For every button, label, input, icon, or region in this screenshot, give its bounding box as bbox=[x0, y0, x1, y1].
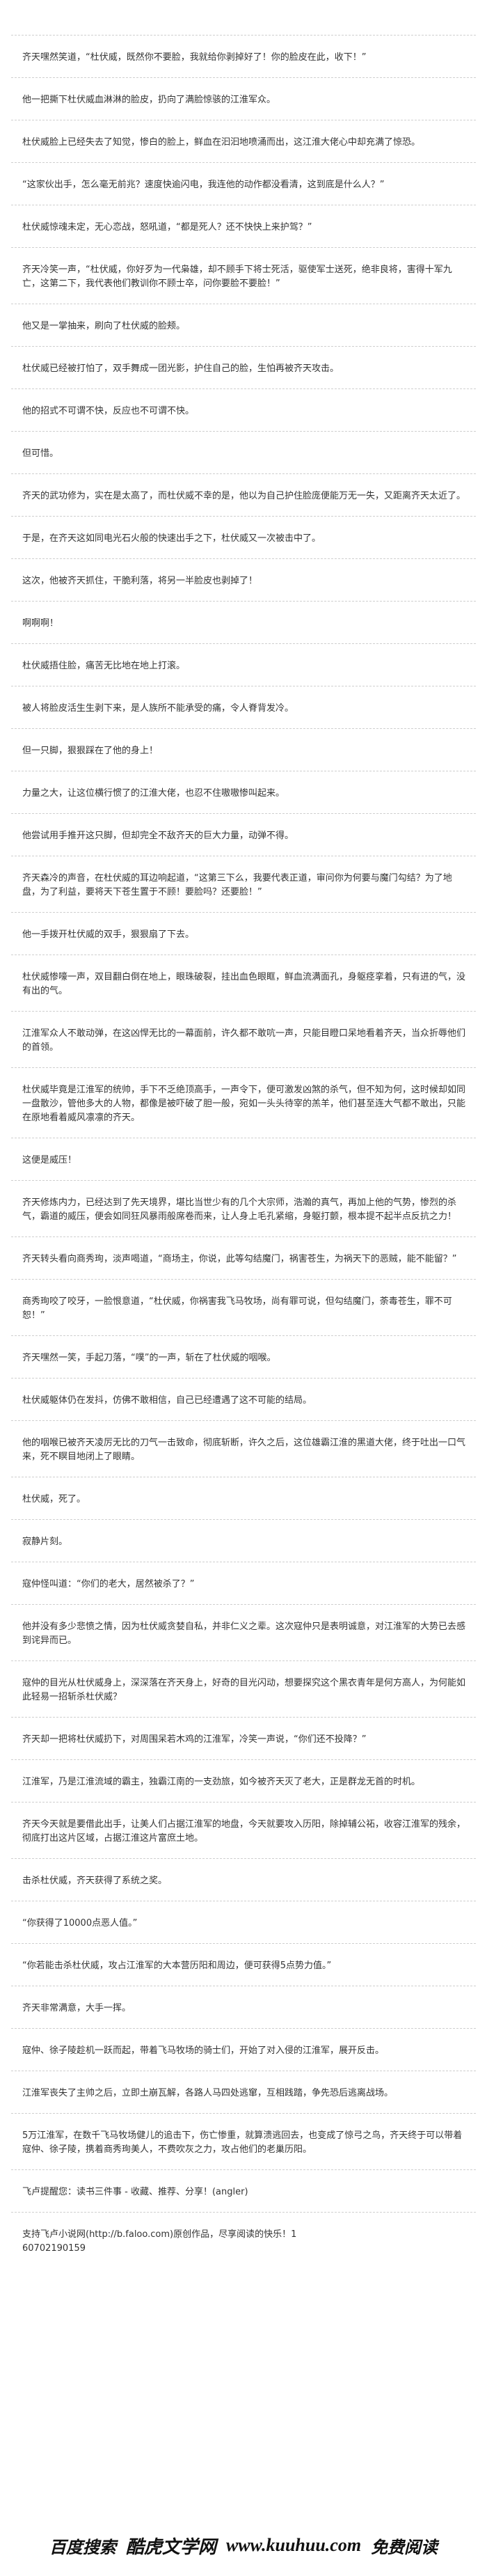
story-paragraph: 他尝试用手推开这只脚，但却完全不敌齐天的巨大力量，动弹不得。 bbox=[11, 814, 476, 856]
story-paragraph: 江淮军众人不敢动弹，在这凶悍无比的一幕面前，许久都不敢吭一声，只能目瞪口呆地看着… bbox=[11, 1012, 476, 1068]
story-paragraph: 力量之大，让这位横行惯了的江淮大佬，也忍不住嗷嗷惨叫起来。 bbox=[11, 771, 476, 814]
story-paragraph: “你若能击杀杜伏威，攻占江淮军的大本营历阳和周边，便可获得5点势力值。” bbox=[11, 1944, 476, 1986]
story-paragraph: 杜伏威惊魂未定，无心恋战，怒吼道，“都是死人？还不快快上来护驾？” bbox=[11, 205, 476, 248]
site-name: 酷虎文学网 bbox=[125, 2536, 216, 2558]
top-divider bbox=[11, 35, 476, 36]
story-paragraph: 江淮军，乃是江淮流域的霸主，独霸江南的一支劲旅，如今被齐天灭了老大，正是群龙无首… bbox=[11, 1760, 476, 1803]
story-paragraph: 5万江淮军，在数千飞马牧场健儿的追击下，伤亡惨重，就算溃逃回去，也变成了惊弓之鸟… bbox=[11, 2114, 476, 2170]
story-paragraph: 齐天今天就是要借此出手，让美人们占据江淮军的地盘，今天就要攻入历阳，除掉辅公祏，… bbox=[11, 1803, 476, 1859]
story-paragraph: 江淮军丧失了主帅之后，立即土崩瓦解，各路人马四处逃窜，互相践踏，争先恐后逃离战场… bbox=[11, 2071, 476, 2114]
baidu-search-logo: 百度搜索 bbox=[49, 2536, 116, 2557]
story-paragraph: 于是，在齐天这如同电光石火般的快速出手之下，杜伏威又一次被击中了。 bbox=[11, 517, 476, 559]
story-paragraph: 杜伏威捂住脸，痛苦无比地在地上打滚。 bbox=[11, 644, 476, 686]
story-paragraph: 齐天却一把将杜伏威扔下，对周围呆若木鸡的江淮军，冷笑一声说，“你们还不投降？” bbox=[11, 1718, 476, 1760]
watermark-banner: 百度搜索 酷虎文学网 www.kuuhuu.com 免费阅读 bbox=[0, 2526, 487, 2565]
story-paragraph: 齐天非常满意，大手一挥。 bbox=[11, 1986, 476, 2029]
site-url: www.kuuhuu.com bbox=[225, 2535, 362, 2555]
story-paragraph: 齐天冷笑一声，“杜伏威，你好歹为一代枭雄，却不顾手下将士死活，驱使军士送死，绝非… bbox=[11, 248, 476, 304]
story-paragraph: 齐天嘿然笑道，“杜伏威，既然你不要脸，我就给你剥掉好了！你的脸皮在此，收下！” bbox=[11, 36, 476, 78]
story-paragraph: “你获得了10000点恶人值。” bbox=[11, 1901, 476, 1944]
article-body: 齐天嘿然笑道，“杜伏威，既然你不要脸，我就给你剥掉好了！你的脸皮在此，收下！” … bbox=[11, 35, 476, 2260]
story-paragraph: 但一只脚，狠狠踩在了他的身上！ bbox=[11, 729, 476, 771]
story-paragraph: 他又是一掌抽来，刷向了杜伏威的脸颊。 bbox=[11, 304, 476, 347]
story-paragraph: 齐天的武功修为，实在是太高了，而杜伏威不幸的是，他以为自己护住脸庞便能万无一失，… bbox=[11, 474, 476, 517]
support-note: 支持飞卢小说网(http://b.faloo.com)原创作品，尽享阅读的快乐！… bbox=[11, 2213, 476, 2260]
story-paragraph: 这便是威压！ bbox=[11, 1138, 476, 1181]
story-paragraph: 击杀杜伏威，齐天获得了系统之奖。 bbox=[11, 1859, 476, 1901]
story-paragraph: 他一把撕下杜伏威血淋淋的脸皮，扔向了满脸惊骇的江淮军众。 bbox=[11, 78, 476, 120]
story-paragraph: “这家伙出手，怎么毫无前兆？速度快逾闪电，我连他的动作都没看清，这到底是什么人？… bbox=[11, 163, 476, 205]
story-paragraph: 他的招式不可谓不快，反应也不可谓不快。 bbox=[11, 389, 476, 432]
story-paragraph: 齐天转头看向商秀珣，淡声喝道，“商场主，你说，此等勾结魔门，祸害苍生，为祸天下的… bbox=[11, 1237, 476, 1280]
story-paragraph: 他一手拨开杜伏威的双手，狠狠扇了下去。 bbox=[11, 913, 476, 955]
story-paragraph: 杜伏威毕竟是江淮军的统帅，手下不乏绝顶高手，一声令下，便可激发凶煞的杀气，但不知… bbox=[11, 1068, 476, 1138]
story-paragraph: 他的咽喉已被齐天凌厉无比的刀气一击致命，彻底斩断，许久之后，这位雄霸江淮的黑道大… bbox=[11, 1421, 476, 1477]
story-paragraph: 齐天修炼内力，已经达到了先天境界，堪比当世少有的几个大宗师，浩瀚的真气，再加上他… bbox=[11, 1181, 476, 1237]
story-paragraph: 但可惜。 bbox=[11, 432, 476, 474]
story-paragraph: 被人将脸皮活生生剥下来，是人族所不能承受的痛，令人脊背发冷。 bbox=[11, 686, 476, 729]
story-paragraph: 他并没有多少悲愤之情，因为杜伏威贪婪自私，并非仁义之辈。这次寇仲只是表明诚意，对… bbox=[11, 1605, 476, 1661]
story-paragraph: 商秀珣咬了咬牙，一脸恨意道，“杜伏威，你祸害我飞马牧场，尚有罪可说，但勾结魔门，… bbox=[11, 1280, 476, 1336]
story-paragraph: 杜伏威躯体仍在发抖，仿佛不敢相信，自己已经遭遇了这不可能的结局。 bbox=[11, 1379, 476, 1421]
story-paragraph: 杜伏威脸上已经失去了知觉，惨白的脸上，鲜血在汩汩地喷涌而出，这江淮大佬心中却充满… bbox=[11, 120, 476, 163]
story-paragraph: 齐天嘿然一笑，手起刀落，“噗”的一声，斩在了杜伏威的咽喉。 bbox=[11, 1336, 476, 1379]
story-paragraph: 杜伏威，死了。 bbox=[11, 1477, 476, 1520]
story-paragraph: 寇仲的目光从杜伏威身上，深深落在齐天身上，好奇的目光闪动，想要探究这个黑衣青年是… bbox=[11, 1661, 476, 1718]
story-paragraph: 寇仲怪叫道：“你们的老大，居然被杀了？” bbox=[11, 1562, 476, 1605]
support-text: 支持飞卢小说网(http://b.faloo.com)原创作品，尽享阅读的快乐！… bbox=[22, 2229, 297, 2240]
reading-reminder: 飞卢提醒您：读书三件事 - 收藏、推荐、分享！(angler) bbox=[11, 2170, 476, 2213]
story-paragraph: 齐天森冷的声音，在杜伏威的耳边响起道，“这第三下么，我要代表正道，审问你为何要与… bbox=[11, 856, 476, 913]
story-paragraph: 杜伏威惨嚎一声，双目翻白倒在地上，眼珠破裂，挂出血色眼眶，鲜血流满面孔，身躯痉挛… bbox=[11, 955, 476, 1012]
chapter-code: 60702190159 bbox=[22, 2243, 86, 2254]
free-read-label: 免费阅读 bbox=[371, 2537, 438, 2557]
story-paragraph: 啊啊啊！ bbox=[11, 602, 476, 644]
story-paragraph: 寇仲、徐子陵趁机一跃而起，带着飞马牧场的骑士们，开始了对入侵的江淮军，展开反击。 bbox=[11, 2029, 476, 2071]
story-paragraph: 这次，他被齐天抓住，干脆利落，将另一半脸皮也剥掉了！ bbox=[11, 559, 476, 602]
story-paragraph: 杜伏威已经被打怕了，双手舞成一团光影，护住自己的脸，生怕再被齐天攻击。 bbox=[11, 347, 476, 389]
story-paragraph: 寂静片刻。 bbox=[11, 1520, 476, 1562]
